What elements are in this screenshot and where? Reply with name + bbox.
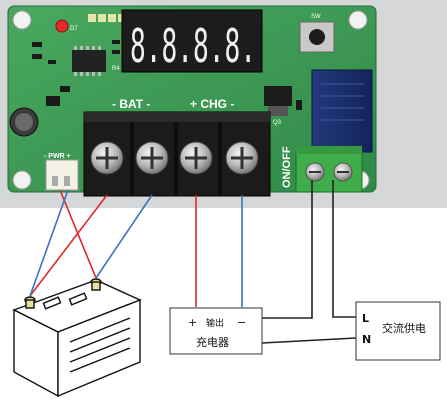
chg-label: + CHG - bbox=[190, 97, 234, 111]
mounting-hole-top-right bbox=[348, 10, 368, 30]
charger-plus: + bbox=[188, 316, 197, 329]
push-button: SW bbox=[299, 14, 335, 53]
wire-blue-2 bbox=[29, 189, 69, 297]
bat-label: - BAT - bbox=[112, 97, 150, 111]
sw-label: SW bbox=[311, 14, 321, 20]
led-label: D7 bbox=[70, 26, 78, 32]
ic-chip bbox=[72, 50, 106, 72]
relay-output-terminal bbox=[295, 146, 363, 193]
wires bbox=[29, 180, 357, 344]
smd-components bbox=[32, 40, 302, 110]
q3-label: Q3 bbox=[273, 120, 282, 126]
charger-name: 充电器 bbox=[196, 335, 229, 349]
ac-n-label: N bbox=[362, 333, 371, 346]
onoff-label: ON/OFF bbox=[281, 146, 293, 188]
ac-supply-box: L N 交流供电 bbox=[355, 301, 441, 361]
terminal-screw-3 bbox=[179, 141, 213, 175]
pwr-label: - PWR + bbox=[44, 153, 71, 160]
terminal-screw-4 bbox=[225, 141, 259, 175]
transistor-q3: Q3 bbox=[264, 86, 292, 126]
mounting-hole-bottom-left bbox=[12, 170, 32, 190]
wire-black-2 bbox=[332, 180, 356, 318]
ac-supply-name: 交流供电 bbox=[382, 321, 426, 335]
mounting-hole-top-left bbox=[12, 10, 32, 30]
power-connector: - PWR + bbox=[44, 153, 79, 191]
car-battery bbox=[12, 278, 142, 398]
relay bbox=[311, 69, 373, 153]
terminal-screw-2 bbox=[135, 141, 169, 175]
pcb-board: D7 R4 bbox=[7, 5, 377, 197]
wire-black-1 bbox=[262, 180, 313, 319]
r4-label: R4 bbox=[112, 66, 120, 72]
wire-black-3 bbox=[261, 337, 357, 344]
led-red bbox=[55, 19, 69, 33]
display-digits: 8.8.8.8. bbox=[130, 19, 256, 73]
wire-blue-1 bbox=[95, 194, 153, 279]
charger-box: + 输出 − 充电器 bbox=[169, 307, 263, 355]
seven-segment-display: 8.8.8.8. bbox=[121, 9, 263, 73]
wire-red-2 bbox=[59, 189, 97, 279]
ac-l-label: L bbox=[362, 312, 369, 325]
wire-red-1 bbox=[29, 194, 108, 297]
terminal-screw-1 bbox=[90, 141, 124, 175]
charger-minus: − bbox=[237, 316, 246, 329]
charger-output-label: 输出 bbox=[206, 317, 224, 329]
